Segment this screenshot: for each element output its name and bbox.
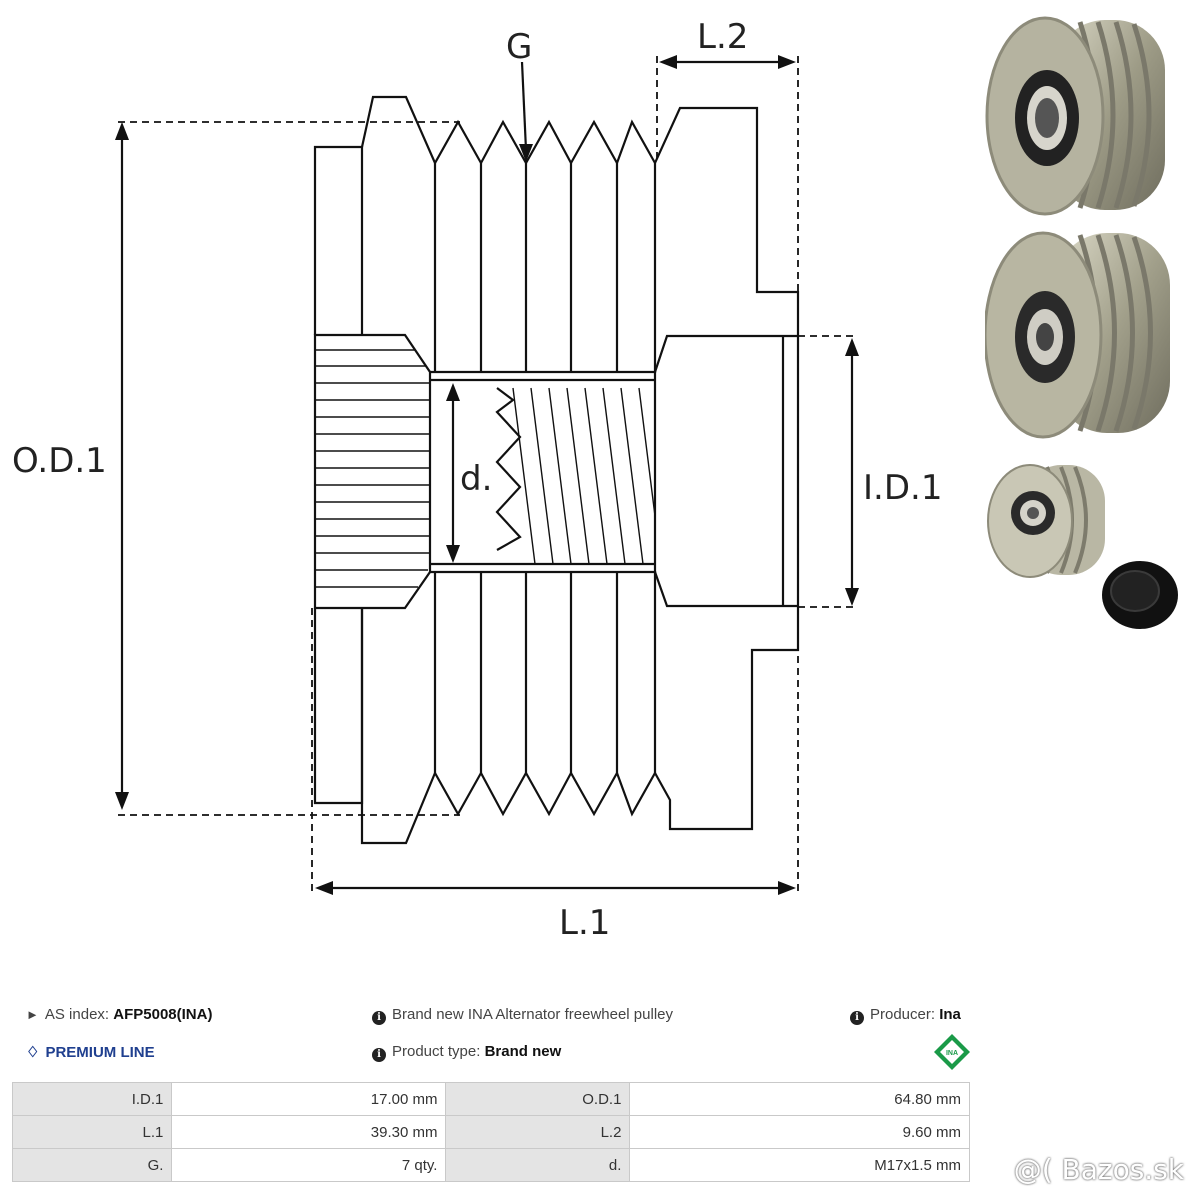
ina-logo-text: INA [946, 1050, 958, 1057]
arrow-l1-right [778, 881, 796, 895]
rib-lines [433, 163, 657, 773]
as-index-value: AFP5008(INA) [113, 1006, 213, 1023]
right-hub [653, 334, 800, 608]
spec-value: 64.80 mm [629, 1082, 970, 1116]
spec-label: L.2 [445, 1115, 631, 1149]
bore [430, 370, 657, 574]
product-type-value: Brand new [484, 1043, 562, 1060]
spec-label: O.D.1 [445, 1082, 631, 1116]
table-row: L.1 39.30 mm L.2 9.60 mm [11, 1115, 970, 1149]
specs-table: I.D.1 17.00 mm O.D.1 64.80 mm L.1 39.30 … [11, 1082, 970, 1182]
thread-zigzag [495, 387, 522, 551]
table-row: G. 7 qty. d. M17x1.5 mm [11, 1148, 970, 1182]
spec-label: d. [445, 1148, 631, 1182]
label-d: d. [460, 459, 492, 499]
spec-label: L.1 [11, 1115, 173, 1149]
diamond-icon: ♢ [26, 1044, 40, 1061]
spec-value: 39.30 mm [171, 1115, 447, 1149]
spec-label: G. [11, 1148, 173, 1182]
ina-logo-icon: INA [934, 1034, 970, 1070]
arrow-l1-left [315, 881, 333, 895]
arrow-l2-right [778, 55, 796, 69]
splined-hub [313, 333, 432, 610]
arrow-d-top [446, 383, 460, 401]
info-icon: i [372, 1011, 386, 1025]
label-l1: L.1 [559, 903, 610, 943]
product-photo-middle [985, 231, 1170, 439]
producer-row: i Producer: Ina [850, 1006, 961, 1025]
spline-lines [315, 349, 430, 588]
arrow-od1-bottom [115, 792, 129, 810]
watermark: @( Bazos.sk [1013, 1153, 1184, 1186]
extension-lines [118, 56, 855, 892]
label-g: G [506, 27, 532, 67]
arrow-id1-bottom [845, 588, 859, 606]
dim-g-leader [520, 61, 528, 151]
arrow-g [519, 144, 533, 162]
producer-label: Producer: [870, 1006, 936, 1023]
product-type-label: Product type: [392, 1043, 481, 1060]
spec-value: 17.00 mm [171, 1082, 447, 1116]
spec-value: M17x1.5 mm [629, 1148, 970, 1182]
as-index-row: ► AS index: AFP5008(INA) [26, 1006, 212, 1023]
label-od1: O.D.1 [12, 441, 107, 481]
premium-line-badge: ♢ PREMIUM LINE [26, 1043, 155, 1061]
arrow-d-bottom [446, 545, 460, 563]
producer-value: Ina [939, 1006, 961, 1023]
as-index-label: AS index: [44, 1006, 110, 1023]
description-row: i Brand new INA Alternator freewheel pull… [372, 1006, 673, 1025]
info-icon: i [850, 1011, 864, 1025]
arrow-id1-top [845, 338, 859, 356]
tags-icon: ► [26, 1007, 39, 1022]
arrow-l2-left [659, 55, 677, 69]
top-ribbed-profile [360, 95, 800, 336]
pulley-technical-drawing: O.D.1 I.D.1 L.1 L.2 G d. [12, 17, 942, 943]
label-l2: L.2 [697, 17, 748, 57]
product-type-row: i Product type: Brand new [372, 1043, 561, 1062]
spec-label: I.D.1 [11, 1082, 173, 1116]
arrow-od1-top [115, 122, 129, 140]
spec-value: 7 qty. [171, 1148, 447, 1182]
thread-lines [512, 387, 656, 565]
left-flange [313, 145, 364, 805]
info-icon: i [372, 1048, 386, 1062]
description-text: Brand new INA Alternator freewheel pulle… [392, 1006, 673, 1023]
product-photo-top [985, 16, 1165, 216]
premium-line-label: PREMIUM LINE [45, 1044, 155, 1061]
table-row: I.D.1 17.00 mm O.D.1 64.80 mm [11, 1082, 970, 1116]
product-photo-small-with-cap [987, 464, 1178, 629]
label-id1: I.D.1 [863, 468, 942, 508]
spec-value: 9.60 mm [629, 1115, 970, 1149]
bottom-ribbed-profile [360, 606, 800, 845]
